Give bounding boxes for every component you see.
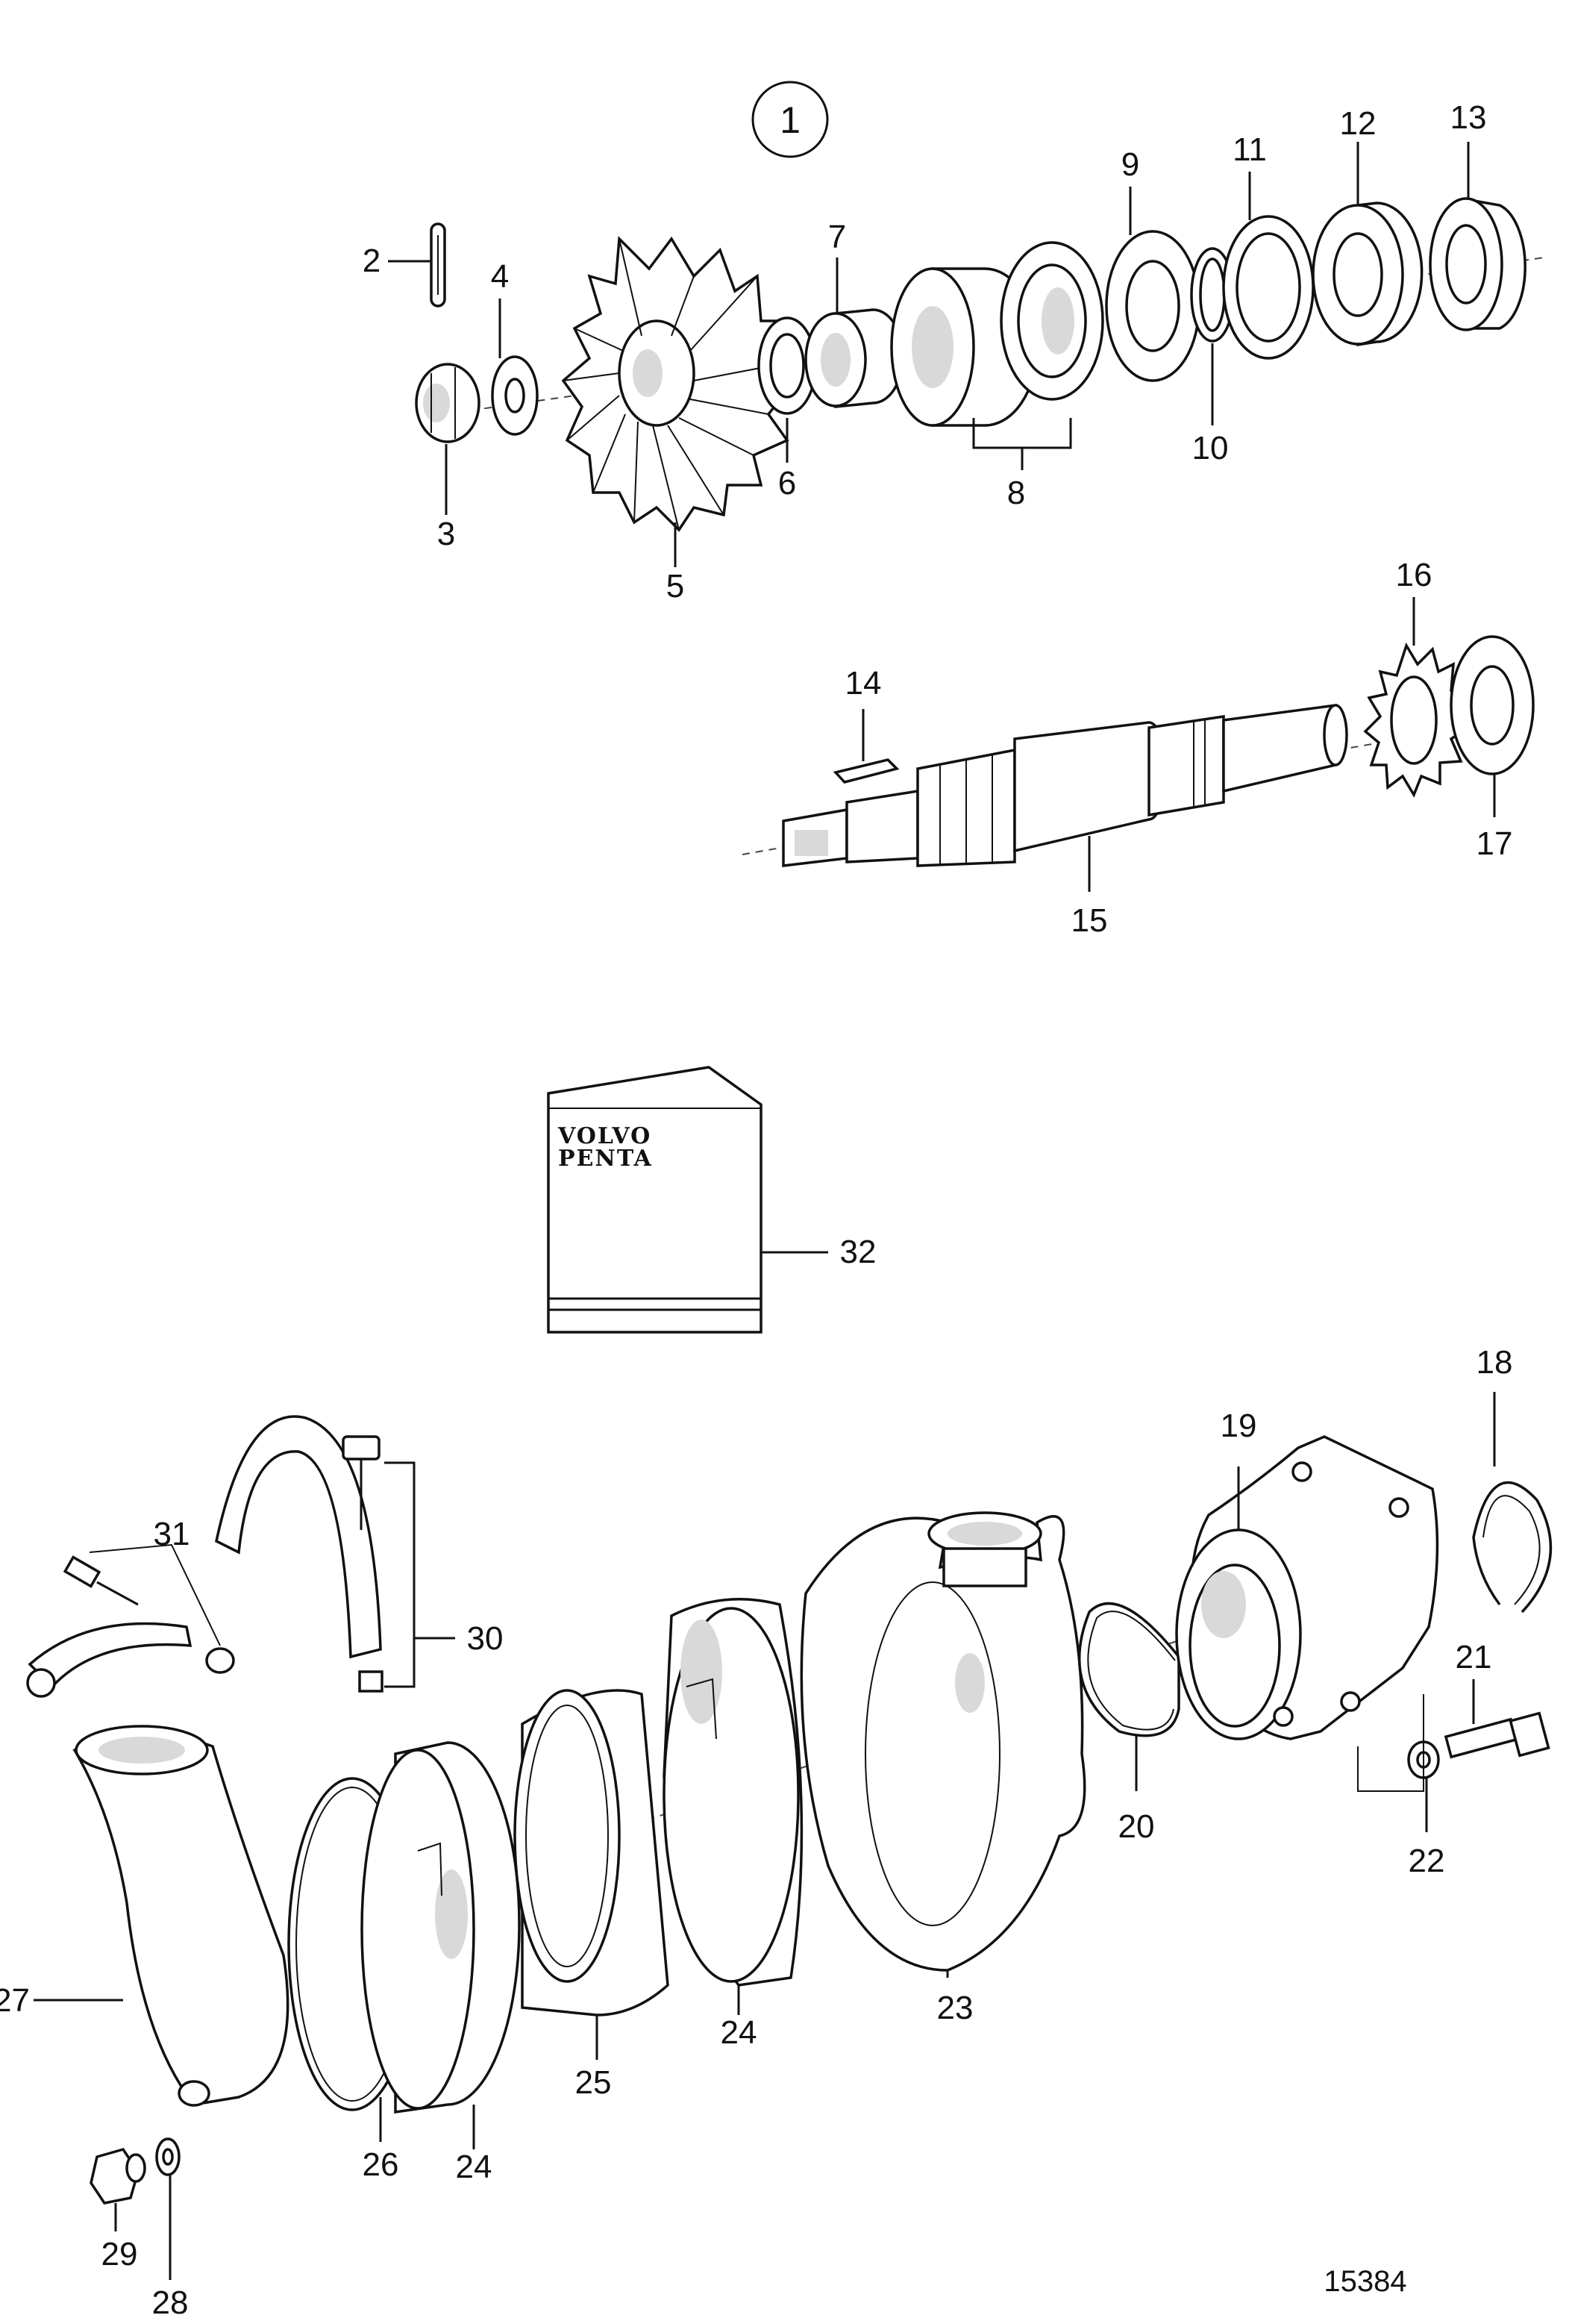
- label-part-21: 21: [1456, 1639, 1492, 1675]
- part-5-impeller: [561, 236, 797, 532]
- label-part-31: 31: [154, 1516, 190, 1552]
- part-23-pump-casing: [800, 1511, 1086, 1978]
- label-part-23: 23: [937, 1990, 974, 2026]
- label-part-2: 2: [363, 243, 381, 279]
- label-part-7: 7: [828, 219, 846, 255]
- label-part-22: 22: [1409, 1843, 1445, 1879]
- label-part-14: 14: [845, 665, 882, 702]
- label-part-32: 32: [840, 1234, 877, 1270]
- part-21-bolt: [1444, 1679, 1550, 1759]
- part-22-washer: [1357, 1694, 1440, 1832]
- label-part-27: 27: [0, 1982, 30, 2019]
- label-part-13: 13: [1450, 99, 1487, 136]
- part-7-spacer-sleeve: [804, 308, 905, 408]
- label-part-29: 29: [101, 2236, 138, 2273]
- part-16-tab-washer: [1363, 642, 1471, 798]
- shaft-assembly: [742, 597, 1535, 892]
- part-28-washer: [155, 2137, 181, 2280]
- pump-housing-assembly: [26, 1392, 1553, 2280]
- figure-number: 1: [780, 99, 801, 141]
- label-part-11: 11: [1233, 131, 1267, 168]
- label-part-10: 10: [1192, 430, 1229, 466]
- label-part-24-left: 24: [456, 2149, 492, 2185]
- label-part-8: 8: [1007, 475, 1025, 511]
- label-part-5: 5: [666, 568, 684, 605]
- label-part-18: 18: [1477, 1344, 1513, 1381]
- part-17-lock-nut: [1450, 635, 1535, 775]
- label-part-15: 15: [1071, 902, 1108, 939]
- part-27-outlet-casing: [34, 1725, 289, 2107]
- part-13-bearing: [1429, 197, 1526, 331]
- label-part-3: 3: [437, 516, 455, 552]
- label-part-19: 19: [1221, 1408, 1257, 1444]
- drawing-reference-number: 15384: [1324, 2265, 1406, 2298]
- part-labels: 2 4 3 5 6 7 8 9 10 11 12 13 14 15 16 17 …: [0, 99, 1512, 2321]
- label-part-28: 28: [152, 2284, 189, 2321]
- label-part-16: 16: [1396, 557, 1432, 593]
- part-30-clamp-half: [215, 1415, 455, 1693]
- label-part-25: 25: [575, 2064, 612, 2101]
- label-part-30: 30: [467, 1620, 504, 1657]
- part-19-bearing-housing: [1175, 1435, 1439, 1740]
- label-part-4: 4: [491, 258, 509, 295]
- part-20-retaining-ring: [1077, 1602, 1180, 1791]
- part-8-bearing-pair: [890, 241, 1104, 449]
- label-part-12: 12: [1340, 105, 1377, 142]
- manual-brand-line-1: VOLVO: [557, 1123, 651, 1149]
- part-15-shaft: [782, 704, 1348, 867]
- part-25-wear-ring: [513, 1689, 669, 2060]
- manual-brand-line-2: PENTA: [558, 1146, 653, 1172]
- label-part-20: 20: [1118, 1808, 1155, 1845]
- label-part-6: 6: [778, 465, 796, 502]
- figure-number-circle: [751, 81, 829, 158]
- part-29-hex-nut: [90, 2147, 146, 2231]
- part-14-key: [833, 758, 900, 784]
- label-part-17: 17: [1477, 825, 1513, 862]
- label-part-9: 9: [1121, 146, 1139, 183]
- part-24-wear-plate-right: [663, 1598, 804, 2015]
- part-24-wear-plate-left: [360, 1741, 521, 2149]
- part-18-circlip: [1472, 1392, 1553, 1614]
- part-12-bearing: [1312, 202, 1424, 347]
- label-part-26: 26: [363, 2146, 399, 2183]
- part-31-clamp-half: [26, 1543, 235, 1698]
- label-part-24-right: 24: [721, 2014, 757, 2051]
- impeller-assembly: 1: [388, 81, 1545, 567]
- part-32-instruction-booklet: VOLVO PENTA: [547, 1066, 828, 1334]
